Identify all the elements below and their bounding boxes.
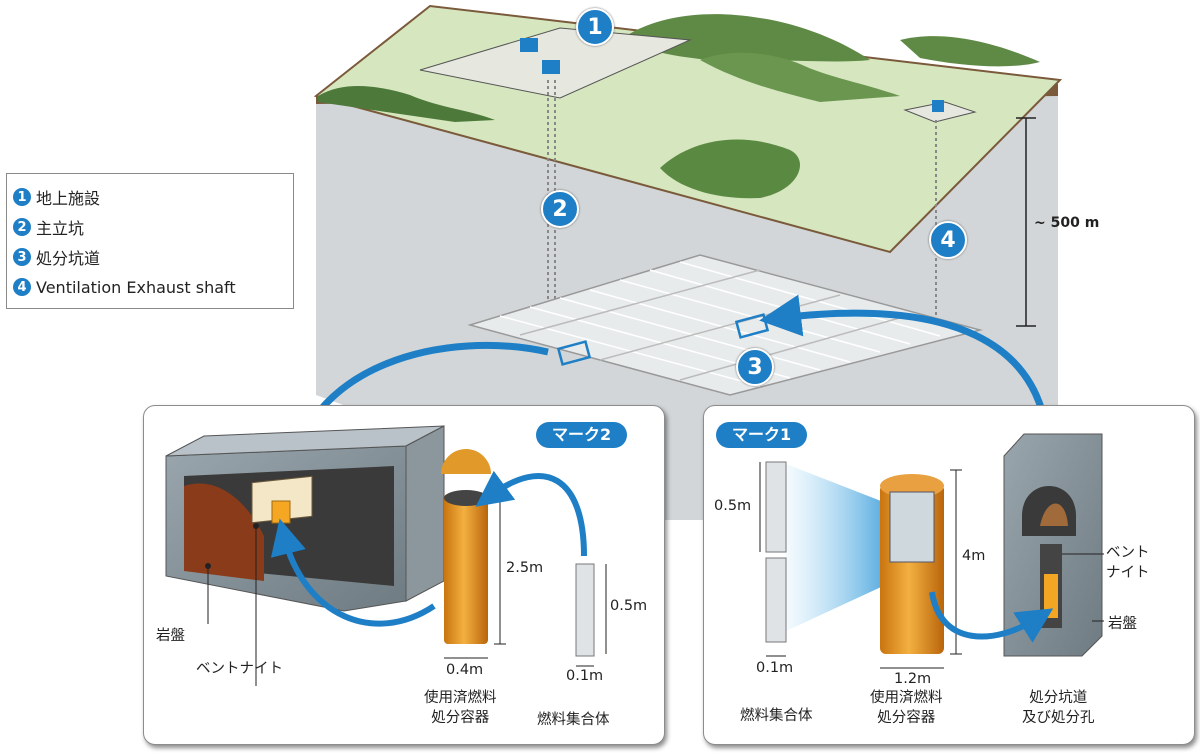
callout-surface-facility: 1 [576,8,614,46]
legend-label: Ventilation Exhaust shaft [36,277,236,297]
callout-disposal-tunnel: 3 [736,348,774,386]
mark2-panel: マーク2 岩盤 ベントナイト 2.5m 0.4m 0.5m 0.1m 使用済燃料… [143,405,665,745]
mark2-assembly-caption: 燃料集合体 [537,712,610,728]
legend-number: 2 [13,218,31,236]
ground-surface [313,4,1063,254]
legend-item: 4 Ventilation Exhaust shaft [13,272,293,302]
mark1-container-width: 1.2m [894,671,932,687]
legend-label: 地上施設 [36,189,101,208]
depth-label: ~ 500 m [1034,215,1100,231]
mark1-container-caption-line1: 使用済燃料 [870,690,943,706]
mark1-assembly-height: 0.5m [714,498,752,514]
legend-number: 4 [13,278,31,296]
mark1-container-height: 4m [962,548,986,564]
mark2-container-width: 0.4m [446,662,484,678]
mark1-bentonite-line1: ベント [1106,545,1150,561]
legend-label: 主立坑 [36,219,85,238]
mark1-container-caption-line2: 処分容器 [877,709,936,726]
mark2-bentonite-label: ベントナイト [196,661,283,677]
callout-main-shaft: 2 [541,190,579,228]
mark2-container-caption: 使用済燃料 処分容器 [424,689,497,728]
mark1-rock-label: 岩盤 [1108,616,1137,632]
mark2-assembly-height: 0.5m [610,598,648,614]
legend-number: 3 [13,248,31,266]
mark1-bentonite-label: ベント ナイト [1106,544,1150,583]
legend-number: 1 [13,188,31,206]
mark2-rock-label: 岩盤 [156,628,185,644]
mark1-tunnel-caption: 処分坑道 及び処分孔 [1022,689,1095,728]
legend-box: 1 地上施設 2 主立坑 3 処分坑道 4 Ventilation Exhaus… [6,173,294,309]
mark2-illustration [165,425,607,686]
legend-item: 1 地上施設 [13,182,293,212]
mark1-illustration [759,433,1104,669]
mark1-assembly-width: 0.1m [756,660,794,676]
mark1-tag: マーク1 [716,422,808,448]
mark1-tunnel-caption-line2: 及び処分孔 [1022,709,1095,726]
mark2-container-caption-line2: 処分容器 [431,709,490,726]
mark2-assembly-width: 0.1m [566,668,604,684]
mark1-container-caption: 使用済燃料 処分容器 [870,689,943,728]
callout-ventilation-shaft: 4 [929,221,967,259]
mark1-bentonite-line2: ナイト [1106,564,1150,581]
mark1-assembly-caption: 燃料集合体 [740,708,813,724]
legend-item: 2 主立坑 [13,212,293,242]
mark2-container-caption-line1: 使用済燃料 [424,690,497,706]
legend-label: 処分坑道 [36,249,101,268]
mark1-panel: マーク1 0.5m 0.1m 4m 1.2m ベント ナイト 岩盤 燃料集合体 … [703,405,1195,745]
mark1-tunnel-caption-line1: 処分坑道 [1029,690,1088,706]
mark2-tag: マーク2 [536,422,628,448]
legend-item: 3 処分坑道 [13,242,293,272]
mark2-container-height: 2.5m [506,560,544,576]
